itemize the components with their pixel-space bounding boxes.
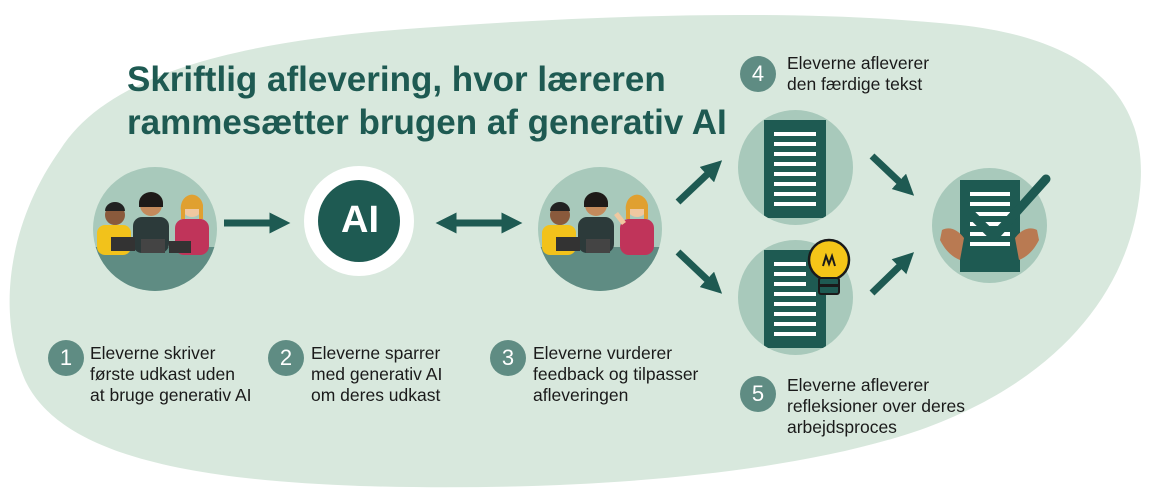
reflection-illustration bbox=[738, 240, 853, 355]
step-text-4: Eleverne afleverer den færdige tekst bbox=[787, 53, 929, 95]
step-2-line-2: med generativ AI bbox=[311, 364, 443, 384]
step-4-line-2: den færdige tekst bbox=[787, 74, 923, 94]
step-4-line-1: Eleverne afleverer bbox=[787, 53, 930, 73]
step-3-line-2: feedback og tilpasser bbox=[533, 364, 699, 384]
step-5-line-1: Eleverne afleverer bbox=[787, 375, 930, 395]
arrow-4-to-final bbox=[869, 153, 915, 196]
document-illustration bbox=[738, 110, 853, 225]
title-line-1: Skriftlig aflevering, hvor læreren bbox=[127, 60, 666, 99]
ai-label: AI bbox=[341, 199, 379, 241]
step-text-3: Eleverne vurderer feedback og tilpasser … bbox=[533, 343, 698, 406]
submission-illustration bbox=[932, 168, 1047, 283]
checkmark-icon bbox=[965, 174, 1051, 242]
step-text-1: Eleverne skriver første udkast uden at b… bbox=[90, 343, 252, 406]
step-number-1: 1 bbox=[48, 340, 84, 376]
ai-badge bbox=[318, 180, 400, 262]
step-number-4: 4 bbox=[740, 56, 776, 92]
arrow-3-to-5 bbox=[675, 249, 723, 294]
step-2-line-1: Eleverne sparrer bbox=[311, 343, 441, 363]
arrow-3-to-4 bbox=[675, 160, 723, 205]
diagram-title: Skriftlig aflevering, hvor læreren ramme… bbox=[127, 58, 727, 144]
step-text-5: Eleverne afleverer refleksioner over der… bbox=[787, 375, 965, 438]
title-line-2: rammesætter brugen af generativ AI bbox=[127, 103, 727, 142]
step-number-2: 2 bbox=[268, 340, 304, 376]
arrow-5-to-final bbox=[869, 252, 915, 296]
step-5-line-3: arbejdsproces bbox=[787, 417, 897, 437]
step-text-2: Eleverne sparrer med generativ AI om der… bbox=[311, 343, 442, 406]
lightbulb-icon bbox=[807, 238, 851, 295]
step-3-line-3: afleveringen bbox=[533, 385, 629, 405]
step-3-line-1: Eleverne vurderer bbox=[533, 343, 673, 363]
step-number-3: 3 bbox=[490, 340, 526, 376]
step-2-line-3: om deres udkast bbox=[311, 385, 441, 405]
step-1-line-2: første udkast uden bbox=[90, 364, 235, 384]
step-1-line-1: Eleverne skriver bbox=[90, 343, 216, 363]
step-number-5: 5 bbox=[740, 376, 776, 412]
step-1-line-3: at bruge generativ AI bbox=[90, 385, 252, 405]
step-5-line-2: refleksioner over deres bbox=[787, 396, 965, 416]
